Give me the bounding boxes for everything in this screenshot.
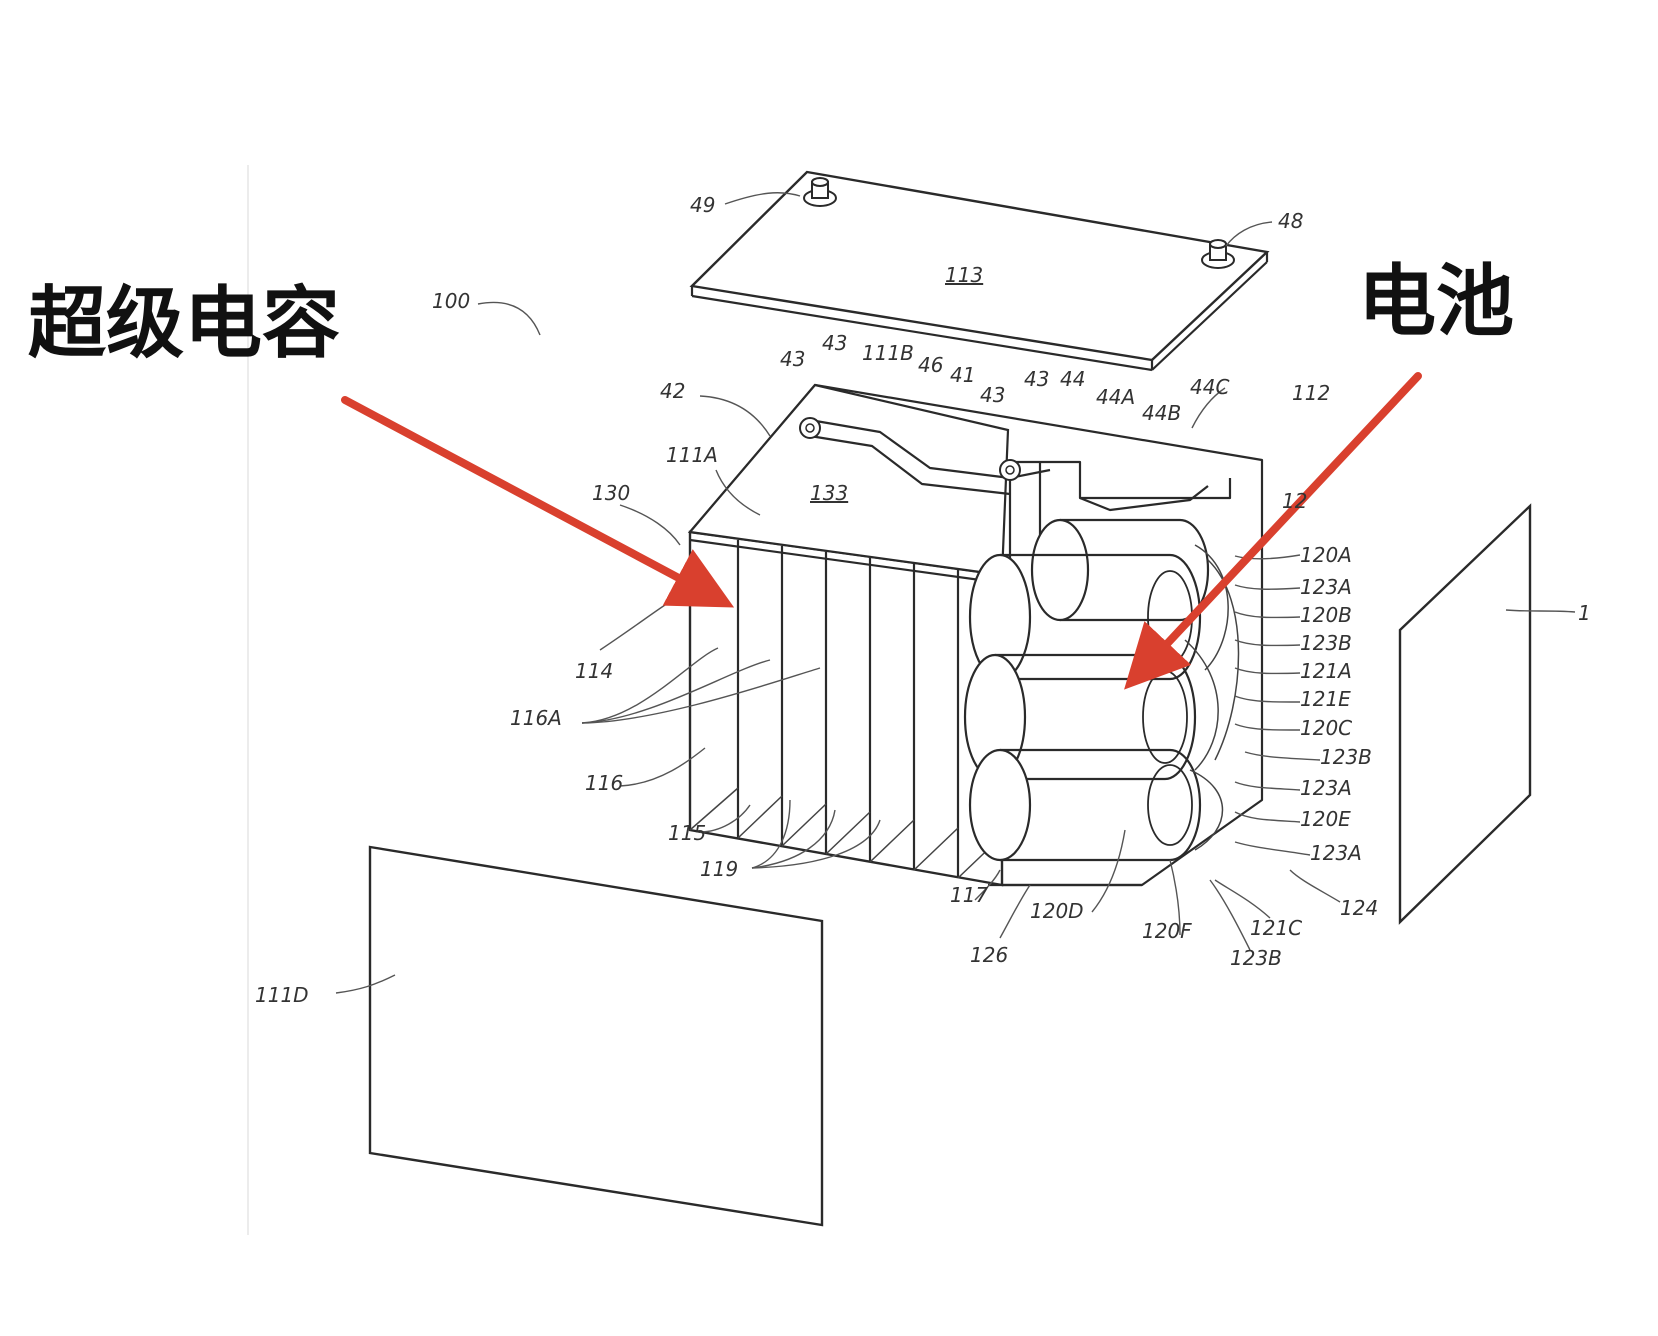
ref-116: 116 [585, 771, 623, 795]
cell-120c [963, 653, 1197, 781]
ref-111a: 111A [666, 443, 718, 467]
ref-123a-3: 123A [1310, 841, 1362, 865]
ref-120f: 120F [1142, 919, 1192, 943]
battery-label: 电池 [1358, 256, 1514, 347]
reference-numerals: 49 48 113 100 43 43 111B 46 41 43 43 44 … [255, 193, 1591, 1007]
side-plate-right [1398, 503, 1532, 925]
ref-43-a: 43 [780, 347, 805, 371]
ref-130: 130 [592, 481, 630, 505]
ref-1-side: 1 [1578, 601, 1591, 625]
ref-123b-3: 123B [1230, 946, 1282, 970]
ref-48: 48 [1278, 209, 1303, 233]
supercapacitor-arrow [341, 396, 735, 608]
cell-120a [1030, 518, 1210, 622]
ref-100: 100 [432, 289, 470, 313]
ref-44c: 44C [1190, 375, 1229, 399]
cell-end-connectors [1184, 544, 1240, 851]
ref-112: 112 [1292, 381, 1330, 405]
main-housing [687, 383, 1264, 887]
ref-133: 133 [810, 481, 848, 505]
ref-44: 44 [1060, 367, 1085, 391]
ref-120a: 120A [1300, 543, 1352, 567]
ref-115: 115 [668, 821, 706, 845]
ref-120d: 120D [1030, 899, 1084, 923]
battery-cells [963, 518, 1240, 862]
ref-49: 49 [690, 193, 715, 217]
top-cover-plate [689, 170, 1270, 372]
ref-120e: 120E [1300, 807, 1351, 831]
ref-121e: 121E [1300, 687, 1351, 711]
ref-123b-1: 123B [1300, 631, 1352, 655]
ref-44a: 44A [1096, 385, 1135, 409]
ref-12x: 12 [1282, 489, 1307, 513]
ref-121a: 121A [1300, 659, 1352, 683]
ref-44b: 44B [1142, 401, 1181, 425]
ref-43-c: 43 [980, 383, 1005, 407]
ref-121c: 121C [1250, 916, 1302, 940]
ref-120b: 120B [1300, 603, 1352, 627]
ref-46: 46 [918, 353, 943, 377]
ref-116a: 116A [510, 706, 562, 730]
ref-111b: 111B [862, 341, 914, 365]
ref-114: 114 [575, 659, 613, 683]
ref-111d: 111D [255, 983, 309, 1007]
terminal-post-49 [803, 177, 837, 207]
side-plate-111d [368, 845, 824, 1227]
ref-123a-2: 123A [1300, 776, 1352, 800]
ref-43-b: 43 [822, 331, 847, 355]
ref-42: 42 [660, 379, 685, 403]
ref-123b-2: 123B [1320, 745, 1372, 769]
ref-43-d: 43 [1024, 367, 1049, 391]
ref-113: 113 [945, 263, 983, 287]
ref-126: 126 [970, 943, 1008, 967]
supercapacitor-label: 超级电容 [28, 278, 340, 369]
ref-120c: 120C [1300, 716, 1352, 740]
terminal-post-48 [1201, 239, 1235, 269]
ref-124: 124 [1340, 896, 1378, 920]
ref-117: 117 [950, 883, 988, 907]
leader-lines [335, 192, 1576, 994]
cell-120e [968, 748, 1202, 862]
battery-arrow [1124, 372, 1422, 690]
ref-123a-1: 123A [1300, 575, 1352, 599]
ref-119: 119 [700, 857, 738, 881]
ref-41: 41 [950, 363, 975, 387]
